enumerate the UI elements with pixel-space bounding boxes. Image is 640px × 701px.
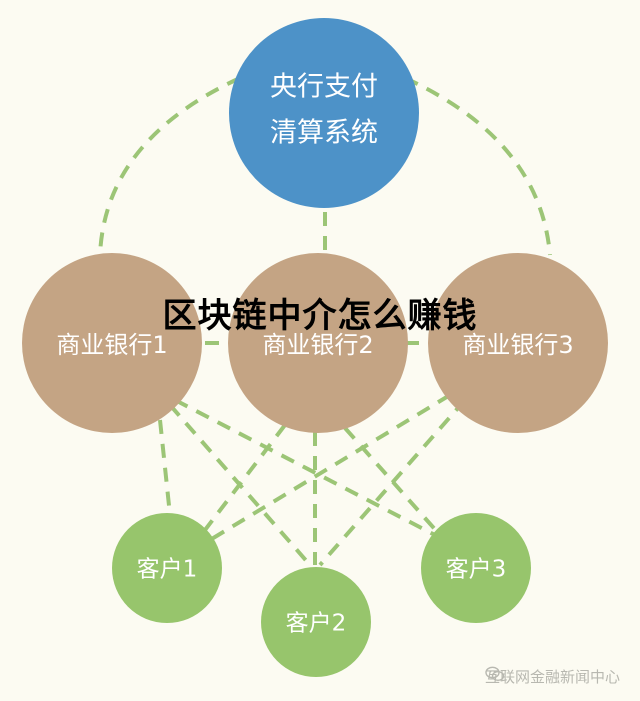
customer-node-3 bbox=[421, 513, 531, 623]
edges bbox=[98, 76, 552, 567]
customer-node-1-label: 客户1 bbox=[137, 557, 198, 583]
customer-node-1 bbox=[112, 513, 222, 623]
overlay-title: 区块链中介怎么赚钱 bbox=[162, 296, 478, 336]
bank-node-1-label: 商业银行1 bbox=[56, 331, 167, 359]
watermark: 互联网金融新闻中心 bbox=[485, 666, 620, 687]
customer-node-3-label: 客户3 bbox=[446, 557, 507, 583]
bank-node-2 bbox=[228, 253, 408, 433]
edge-central-bank1 bbox=[98, 76, 241, 256]
edge-bank1-cust3 bbox=[174, 398, 436, 537]
bank-node-3-label: 商业银行3 bbox=[462, 331, 573, 359]
central-node bbox=[229, 18, 419, 208]
edge-bank3-cust2 bbox=[318, 398, 467, 567]
customer-node-2-label: 客户2 bbox=[286, 611, 347, 637]
edge-bank2-cust1 bbox=[203, 423, 287, 532]
customer-node-2 bbox=[261, 567, 371, 677]
bank-node-2-label: 商业银行2 bbox=[262, 331, 373, 359]
bank-node-3 bbox=[428, 253, 608, 433]
edge-central-bank3 bbox=[404, 76, 552, 256]
central-node-label-line2: 清算系统 bbox=[270, 118, 378, 149]
watermark-text: 互联网金融新闻中心 bbox=[484, 668, 620, 686]
central-node-label-line1: 央行支付 bbox=[270, 72, 378, 103]
wechat-icon bbox=[485, 666, 505, 682]
bank-node-1 bbox=[22, 253, 202, 433]
edge-bank1-cust1 bbox=[158, 419, 172, 516]
